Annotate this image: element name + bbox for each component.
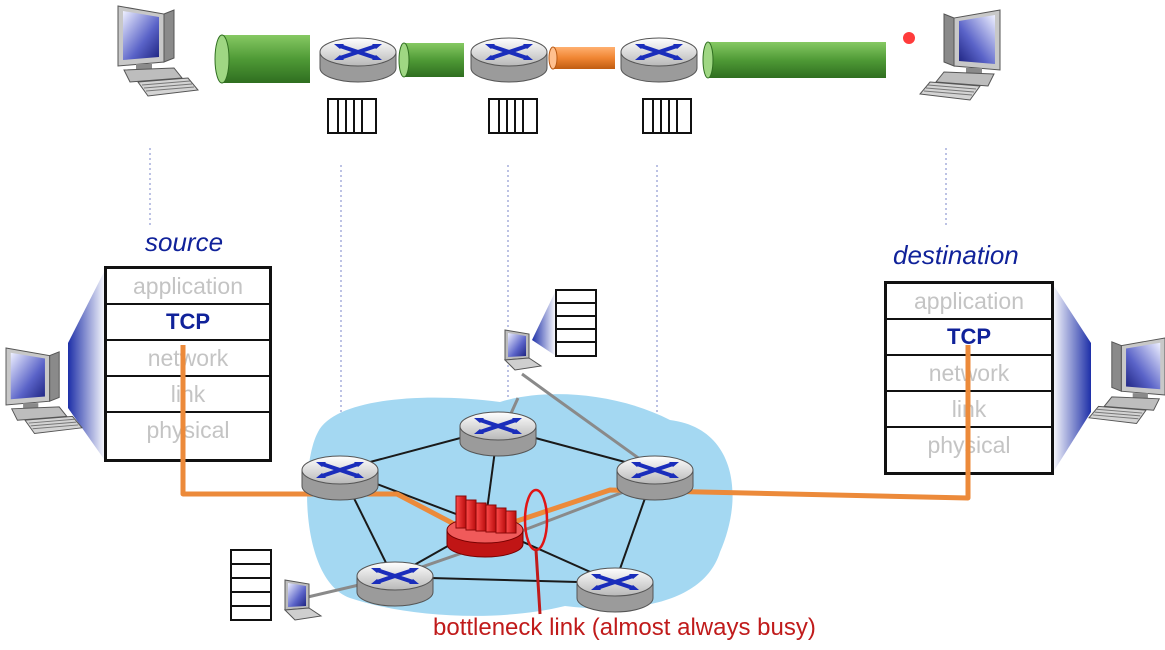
link-pipe-1 — [214, 34, 310, 84]
router-icon — [458, 410, 538, 458]
source-layer-physical: physical — [146, 417, 230, 443]
source-layer-network: network — [107, 341, 269, 377]
router-icon — [619, 36, 699, 84]
router-icon — [355, 560, 435, 608]
source-layer-link: link — [107, 377, 269, 413]
packet-queue-icon — [532, 289, 597, 357]
cursor-dot — [903, 32, 915, 44]
source-title: source — [145, 227, 224, 257]
source-zoom-fan — [68, 268, 106, 462]
destination-layer-application: application — [887, 284, 1051, 320]
source-layer-tcp: TCP — [107, 305, 269, 341]
destination-zoom-fan — [1052, 283, 1091, 474]
congested-router-icon — [446, 495, 524, 558]
destination-layer-physical: physical — [927, 432, 1011, 458]
destination-protocol-stack: application TCP network link physical — [884, 281, 1054, 475]
bottleneck-pipe — [548, 46, 615, 70]
destination-title: destination — [893, 240, 1019, 270]
packet-queue-icon — [642, 98, 692, 134]
bottleneck-caption: bottleneck link (almost always busy) — [433, 614, 816, 641]
destination-host-icon — [1088, 337, 1165, 424]
link-pipe-4 — [702, 41, 886, 79]
router-icon — [575, 566, 655, 614]
laptop-icon — [284, 579, 322, 621]
destination-layer-tcp: TCP — [887, 320, 1051, 356]
source-protocol-stack: application TCP network link physical — [104, 266, 272, 462]
packet-queue-icon — [488, 98, 538, 134]
source-computer-icon — [117, 5, 199, 97]
packet-queue-icon — [230, 549, 272, 621]
router-icon — [318, 36, 398, 84]
destination-layer-link: link — [887, 392, 1051, 428]
source-layer-application: application — [107, 269, 269, 305]
router-icon — [615, 454, 695, 502]
destination-layer-network: network — [887, 356, 1051, 392]
link-pipe-2 — [398, 42, 464, 78]
router-icon — [300, 454, 380, 502]
top-path — [117, 5, 1001, 600]
router-icon — [469, 36, 549, 84]
bottleneck-pointer — [534, 549, 542, 615]
packet-queue-icon — [327, 98, 377, 134]
destination-computer-icon — [919, 9, 1001, 101]
